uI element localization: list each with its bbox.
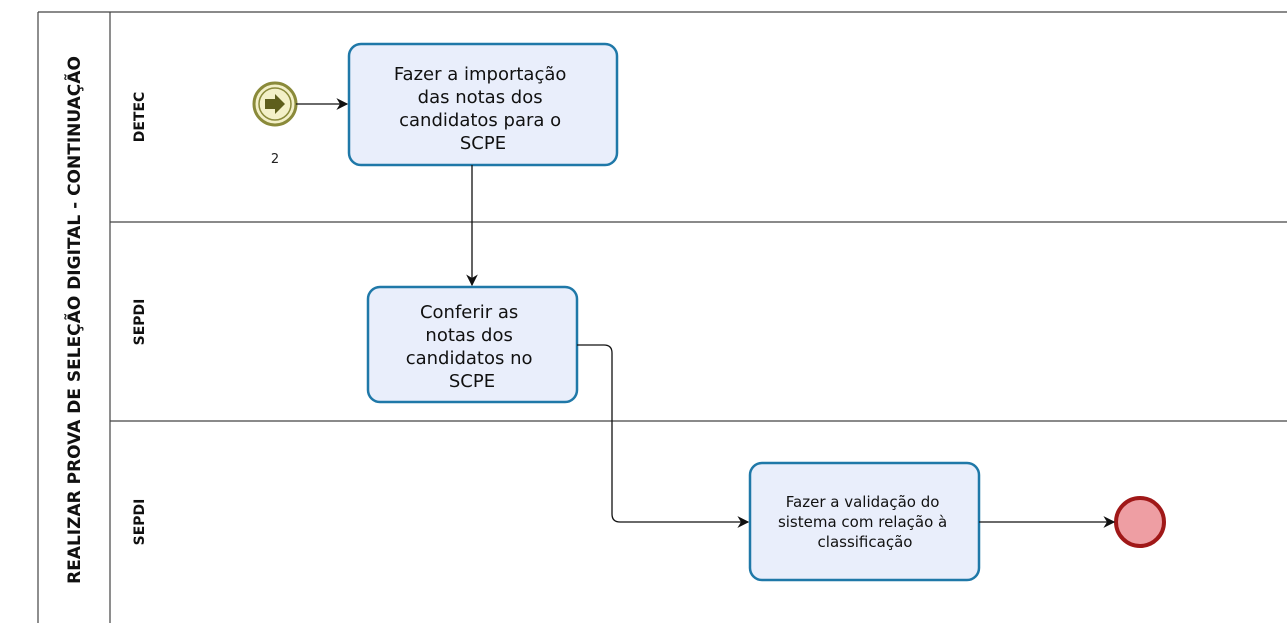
task-validate-system-line-1: Fazer a validação do bbox=[786, 493, 940, 511]
task-validate-system-line-3: classificação bbox=[818, 533, 913, 551]
task-import-grades-line-1: Fazer a importação bbox=[394, 64, 567, 85]
start-event[interactable] bbox=[252, 81, 298, 127]
pool-title: REALIZAR PROVA DE SELEÇÃO DIGITAL - CONT… bbox=[62, 56, 85, 584]
task-check-grades-line-4: SCPE bbox=[449, 371, 495, 392]
lane-label-sepdi-1: SEPDI bbox=[132, 299, 148, 346]
link-arrow-icon bbox=[265, 94, 285, 114]
flow-check-to-validate bbox=[577, 344, 750, 528]
task-check-grades[interactable]: Conferir as notas dos candidatos no SCPE bbox=[366, 285, 579, 404]
task-import-grades-box bbox=[347, 42, 619, 167]
task-check-grades-line-2: notas dos bbox=[425, 325, 512, 346]
task-import-grades-line-2: das notas dos bbox=[418, 87, 543, 108]
task-import-grades-text: Fazer a importação das notas dos candida… bbox=[394, 64, 572, 154]
lane-label-detec: DETEC bbox=[132, 92, 148, 143]
task-check-grades-text: Conferir as notas dos candidatos no SCPE bbox=[406, 302, 539, 392]
end-event[interactable] bbox=[1114, 496, 1166, 548]
task-validate-system-line-2: sistema com relação à bbox=[778, 513, 947, 531]
task-validate-system[interactable]: Fazer a validação do sistema com relação… bbox=[748, 461, 981, 582]
task-import-grades-line-4: SCPE bbox=[460, 133, 506, 154]
pool: REALIZAR PROVA DE SELEÇÃO DIGITAL - CONT… bbox=[37, 11, 1287, 623]
task-validate-system-text: Fazer a validação do sistema com relação… bbox=[778, 493, 952, 551]
task-check-grades-line-3: candidatos no bbox=[406, 348, 533, 369]
start-event-label: 2 bbox=[271, 152, 279, 167]
task-import-grades[interactable]: Fazer a importação das notas dos candida… bbox=[347, 42, 619, 167]
lane-label-sepdi-2: SEPDI bbox=[132, 499, 148, 546]
task-import-grades-line-3: candidatos para o bbox=[399, 110, 561, 131]
task-check-grades-line-1: Conferir as bbox=[420, 302, 518, 323]
